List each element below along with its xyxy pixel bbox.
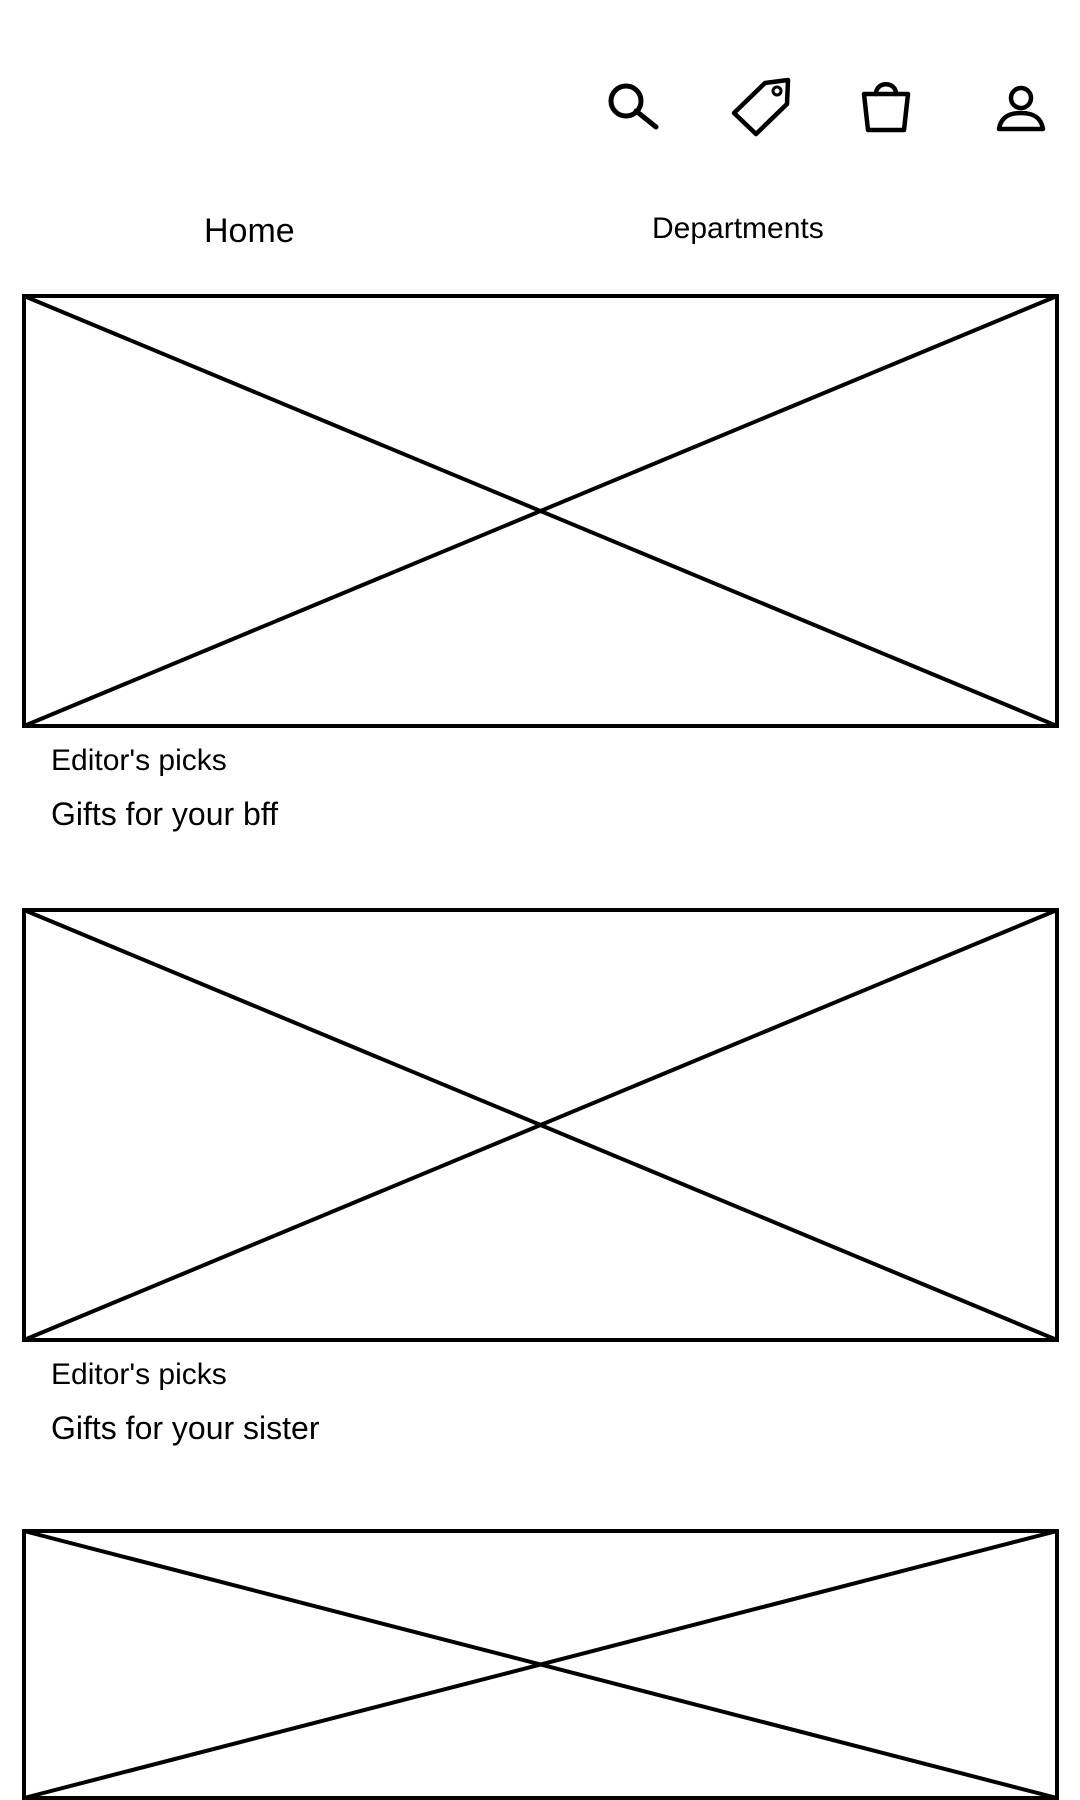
feature-card-sister: Editor's picks Gifts for your sister xyxy=(0,908,1080,1468)
shopping-bag-icon[interactable] xyxy=(854,76,918,134)
feature-title[interactable]: Gifts for your bff xyxy=(51,796,279,832)
tab-departments[interactable]: Departments xyxy=(652,212,824,245)
feature-image-placeholder[interactable] xyxy=(22,908,1059,1342)
feature-card-partial xyxy=(0,1529,1080,1800)
header-icon-bar xyxy=(0,0,1080,170)
tag-icon[interactable] xyxy=(726,76,794,140)
tab-home[interactable]: Home xyxy=(204,212,295,250)
main-navigation: Home Departments xyxy=(0,190,1080,270)
feature-image-placeholder[interactable] xyxy=(22,294,1059,728)
feature-image-placeholder[interactable] xyxy=(22,1529,1059,1800)
search-icon[interactable] xyxy=(606,82,662,132)
feature-eyebrow: Editor's picks xyxy=(51,744,227,777)
feature-card-bff: Editor's picks Gifts for your bff xyxy=(0,294,1080,854)
user-icon[interactable] xyxy=(994,84,1048,134)
feature-title[interactable]: Gifts for your sister xyxy=(51,1410,320,1446)
feature-eyebrow: Editor's picks xyxy=(51,1358,227,1391)
